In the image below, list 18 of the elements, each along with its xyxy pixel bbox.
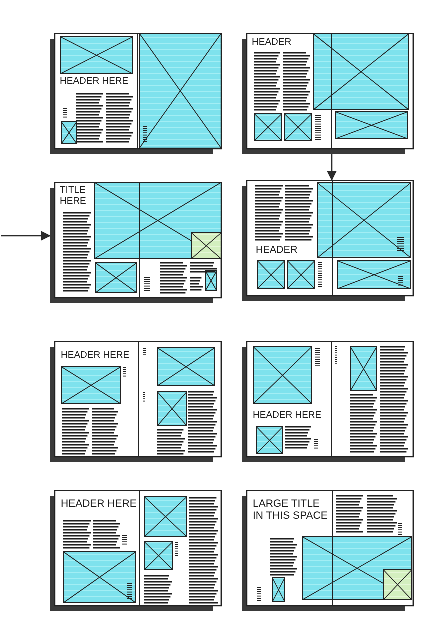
magazine-spread (242, 180, 414, 301)
heading-text: HEADER HERE (60, 77, 129, 88)
heading-text: TITLE HERE (60, 186, 88, 208)
magazine-spread (50, 490, 222, 611)
magazine-spread (242, 33, 414, 154)
heading-text: HEADER HERE (61, 351, 130, 362)
heading-text: LARGE TITLE IN THIS SPACE (253, 498, 329, 522)
magazine-spread (50, 341, 222, 462)
heading-text: HEADER HERE (253, 411, 322, 422)
magazine-spread (242, 490, 414, 611)
heading-text: HEADER (252, 38, 292, 49)
heading-text: HEADER (256, 245, 298, 256)
magazine-spread (50, 33, 222, 154)
arrow (327, 154, 337, 181)
magazine-spread (50, 182, 222, 303)
magazine-spread (242, 341, 414, 462)
arrow (1, 231, 51, 241)
heading-text: HEADER HERE (61, 498, 137, 510)
